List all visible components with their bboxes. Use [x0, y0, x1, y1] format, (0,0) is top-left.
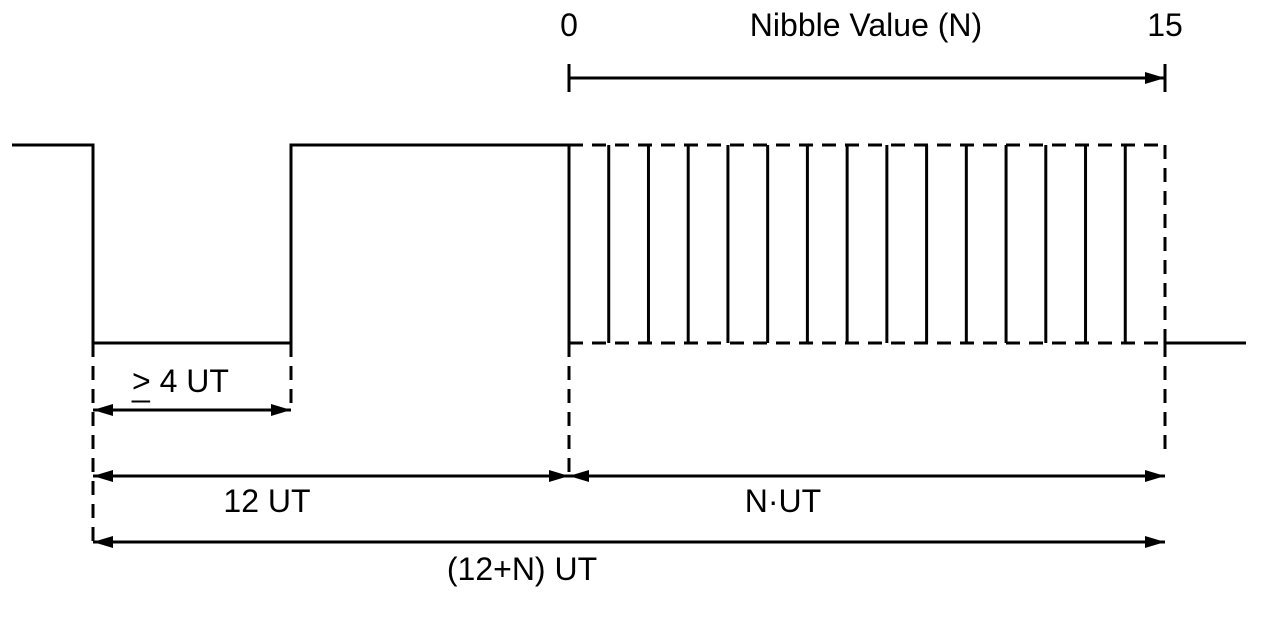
low-pulse-label-underline: _ — [131, 367, 151, 403]
sync-label: 12 UT — [223, 483, 310, 519]
nibble-start-label: 0 — [560, 7, 578, 43]
low-pulse-label: > 4 UT — [132, 363, 229, 399]
nibble-end-label: 15 — [1147, 7, 1183, 43]
nibble-duration-label: N·UT — [745, 483, 821, 519]
total-duration-label: (12+N) UT — [447, 551, 597, 587]
nibble-edge-group — [607, 145, 1127, 343]
nibble-value-title: Nibble Value (N) — [750, 7, 982, 43]
signal-waveform — [12, 143, 571, 345]
